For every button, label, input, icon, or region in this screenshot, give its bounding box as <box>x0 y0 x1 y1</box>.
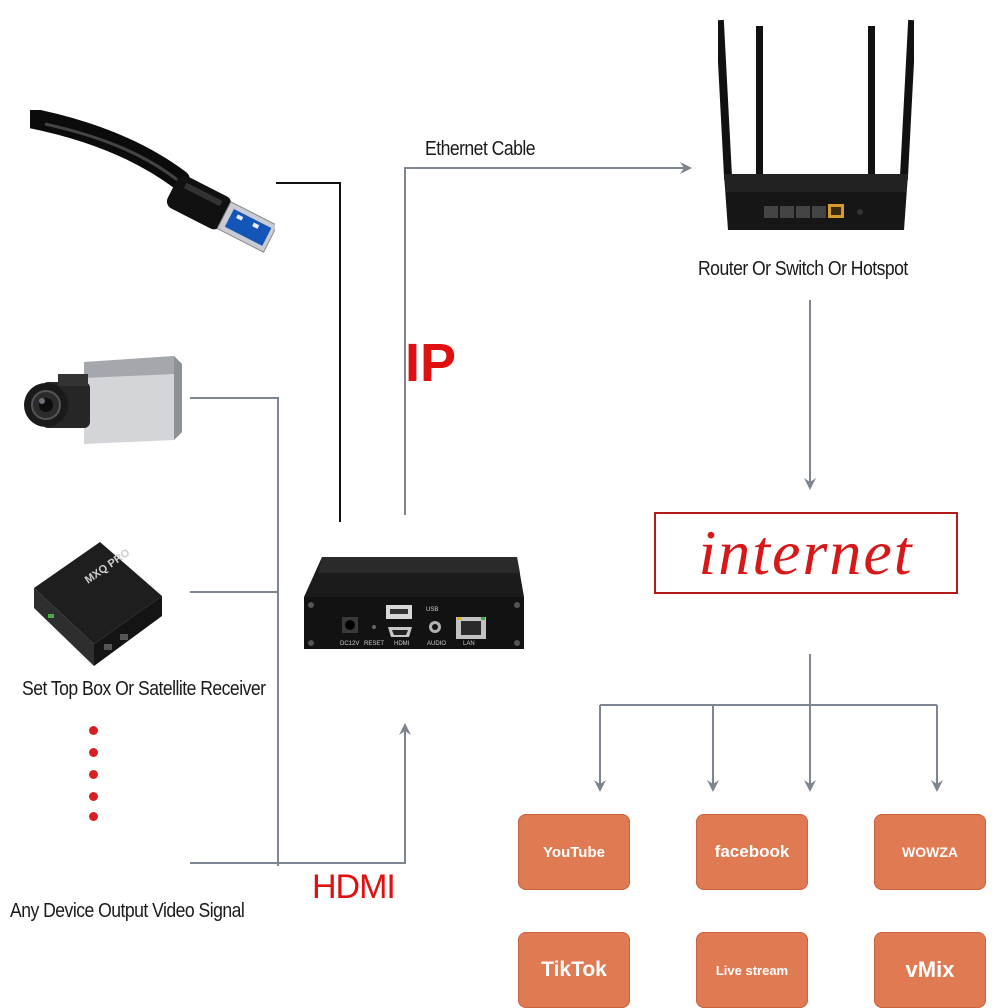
usb-port-label: USB <box>426 607 439 613</box>
service-label: Live stream <box>715 962 789 978</box>
camera-image <box>24 356 182 444</box>
service-live-stream: Live stream <box>696 932 808 1008</box>
service-vmix: vMix <box>874 932 986 1008</box>
service-label: vMix <box>905 957 955 982</box>
ellipsis-dot <box>89 812 98 821</box>
hdmi-connector-line <box>190 723 411 864</box>
internet-box: internet <box>654 512 958 594</box>
ethernet-connector-line <box>404 162 692 515</box>
audio-port-label: AUDIO <box>427 641 447 647</box>
internet-label: internet <box>698 517 914 588</box>
usb-cable-image <box>30 110 275 260</box>
service-label: WOWZA <box>902 844 958 860</box>
ellipsis-dot <box>89 748 98 757</box>
router-image <box>718 19 914 230</box>
service-tiktok: TikTok <box>518 932 630 1008</box>
service-label: facebook <box>714 842 790 861</box>
ellipsis-dot <box>89 792 98 801</box>
lan-port-label: LAN <box>463 641 475 647</box>
ethernet-cable-label: Ethernet Cable <box>425 138 536 160</box>
service-wowza: WOWZA <box>874 814 986 890</box>
hdmi-label: HDMI <box>312 868 396 906</box>
reset-port-label: RESET <box>364 641 385 647</box>
ellipsis-dot <box>89 726 98 735</box>
ip-label: IP <box>405 333 457 393</box>
settop-box-image: MXQ PRO <box>34 542 162 666</box>
service-label: YouTube <box>543 843 605 861</box>
service-label: TikTok <box>541 958 607 981</box>
usb-connector-line <box>276 182 341 522</box>
service-facebook: facebook <box>696 814 808 890</box>
router-label: Router Or Switch Or Hotspot <box>698 258 908 280</box>
ellipsis-dot <box>89 770 98 779</box>
dc-port-label: DC12V <box>340 641 360 647</box>
camera-connector-line <box>190 397 279 866</box>
hdmi-port-label: HDMI <box>394 641 410 647</box>
set-top-box-label: Set Top Box Or Satellite Receiver <box>22 678 266 700</box>
service-youtube: YouTube <box>518 814 630 890</box>
encoder-device: USB DC12V RESET HDMI AUDIO LAN <box>302 555 524 651</box>
any-device-label: Any Device Output Video Signal <box>10 900 245 922</box>
